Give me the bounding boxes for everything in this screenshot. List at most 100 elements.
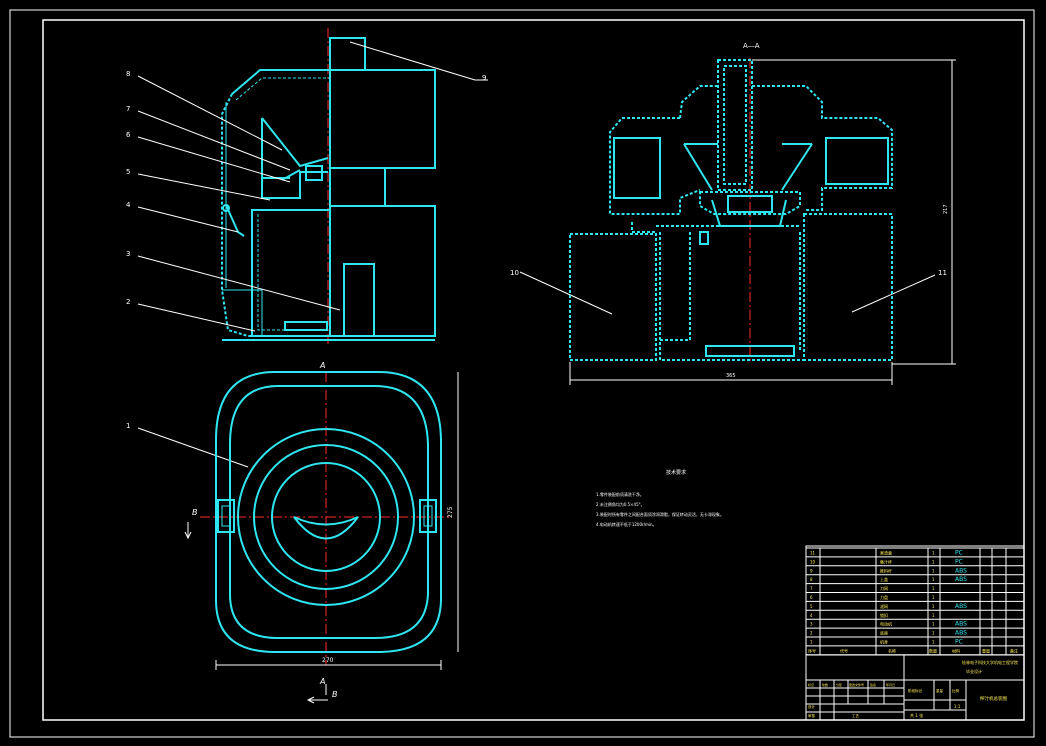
section-width-label: 365 [726, 373, 736, 379]
bom-cell-no: 4 [810, 613, 813, 618]
section-body-walls [631, 222, 801, 358]
marker-a-bottom: A [319, 677, 325, 686]
tb-drawing-name: 榨汁机总装图 [980, 695, 1007, 702]
bom-cell-qty: 1 [932, 604, 935, 609]
housing-left-outline [222, 102, 263, 336]
section-height-label: 217 [943, 204, 949, 214]
tb-row-count: 处数 [822, 682, 828, 687]
vent-grill [284, 321, 328, 331]
bom-cell-name: 刀盘 [880, 594, 888, 600]
tb-role-process: 工艺 [852, 713, 860, 718]
bom-header-cell: 备注 [1010, 647, 1018, 653]
bom-cell-no: 11 [810, 551, 816, 556]
callout-5: 5 [126, 168, 130, 176]
bom-cell-material: ABS [955, 621, 967, 628]
bom-cell-qty: 1 [932, 613, 935, 618]
section-drive-coupling [711, 199, 787, 227]
bom-cell-no: 3 [810, 622, 813, 627]
tb-row-file: 更改文件号 [849, 682, 864, 687]
right-latch-inner [423, 505, 433, 527]
bom-header-cell: 名称 [888, 647, 896, 653]
bom-cell-qty: 1 [932, 551, 935, 556]
section-blade-hub [727, 195, 773, 213]
tb-school: 桂林电子科技大学机电工程学院 [962, 659, 1018, 665]
bom-cell-qty: 1 [932, 568, 935, 573]
section-juice-cup [569, 233, 657, 361]
bom-header-cell: 序号 [808, 647, 816, 653]
bom-cell-name: 机身 [880, 639, 888, 645]
section-lid-left [609, 117, 701, 215]
bom-cell-name: 底座 [880, 630, 888, 636]
bom-header-cell: 材料 [952, 647, 960, 653]
top-outer-outline [215, 371, 442, 653]
bom-header-cell: 代号 [840, 647, 848, 653]
bom-cell-material: ABS [955, 603, 967, 610]
section-filter-funnel [683, 143, 813, 191]
top-inner-ring [271, 462, 381, 572]
lid-inner-wall [235, 77, 330, 101]
callout-4: 4 [126, 201, 131, 209]
bom-cell-qty: 1 [932, 586, 935, 591]
bom-cell-no: 8 [810, 577, 813, 582]
bom-cell-material: PC [955, 558, 963, 565]
callout-3: 3 [126, 250, 130, 258]
front-view: 8 7 6 5 4 3 2 1 9 10 11 [126, 28, 947, 468]
lock-pivot [222, 204, 230, 212]
section-lid-right-block [825, 137, 889, 185]
housing-left-wall [221, 93, 330, 337]
plan-width-label: 270 [322, 657, 334, 664]
bom-cell-name: 上盖 [880, 576, 888, 582]
top-chute [293, 516, 359, 540]
bom-cell-material: ABS [955, 630, 967, 637]
tb-weight: 重量 [936, 688, 944, 693]
callout-7: 7 [126, 105, 130, 113]
bom-cell-no: 2 [810, 631, 813, 636]
section-lid [679, 85, 893, 211]
section-filter-basket [699, 191, 801, 215]
bom-cell-material: PC [955, 550, 963, 557]
tb-sheet: 共 1 张 [910, 712, 923, 718]
bom-cell-name: 刀网 [880, 586, 888, 591]
marker-b-bottom: B [332, 690, 338, 699]
cutter-hub [305, 165, 323, 181]
outer-frame [9, 9, 1035, 738]
bom-cell-qty: 1 [932, 631, 935, 636]
callout-9: 9 [482, 74, 486, 82]
bom-cell-no: 6 [810, 595, 813, 600]
bom-cell-material: ABS [955, 567, 967, 574]
motor-chamber-inner [257, 214, 328, 331]
section-title: A—A [743, 42, 760, 50]
tb-role-design: 设计 [808, 704, 816, 709]
callout-6: 6 [126, 131, 131, 139]
bom-cell-name: 锁扣 [880, 612, 888, 618]
filter-cone [261, 117, 329, 179]
cutter-disc [261, 169, 328, 199]
section-motor-housing [659, 232, 804, 361]
bom-frame [805, 545, 1025, 721]
bom-cell-qty: 1 [932, 559, 935, 564]
bom-header-cell: 数量 [929, 647, 937, 653]
bom-cell-no: 9 [810, 568, 813, 573]
marker-a-top: A [319, 361, 325, 370]
bom-cell-name: 果渣盒 [880, 550, 892, 556]
right-half-window [343, 263, 375, 337]
callout-10: 10 [510, 269, 519, 277]
bom-cell-no: 5 [810, 604, 813, 609]
bom-cell-no: 1 [810, 640, 813, 645]
callout-leaders [137, 41, 936, 468]
right-half-body [329, 69, 436, 169]
right-half-base [329, 167, 386, 207]
section-lid-left-block [613, 137, 661, 199]
notes-line-2: 2.未注倒角均为0.5×45°。 [596, 501, 645, 507]
motor-chamber [251, 209, 331, 337]
marker-b-left: B [192, 508, 198, 517]
top-inner-outline [229, 385, 429, 639]
bom-cell-no: 7 [810, 586, 813, 591]
right-half-housing [329, 205, 436, 337]
bom-cell-no: 10 [810, 559, 816, 564]
callout-8: 8 [126, 70, 130, 78]
top-view: 270 275 A A B B [184, 361, 459, 704]
notes-line-1: 1.零件装配前须清洗干净。 [596, 491, 644, 497]
section-drain [699, 231, 709, 245]
marker-b-arrow-left [184, 522, 192, 540]
